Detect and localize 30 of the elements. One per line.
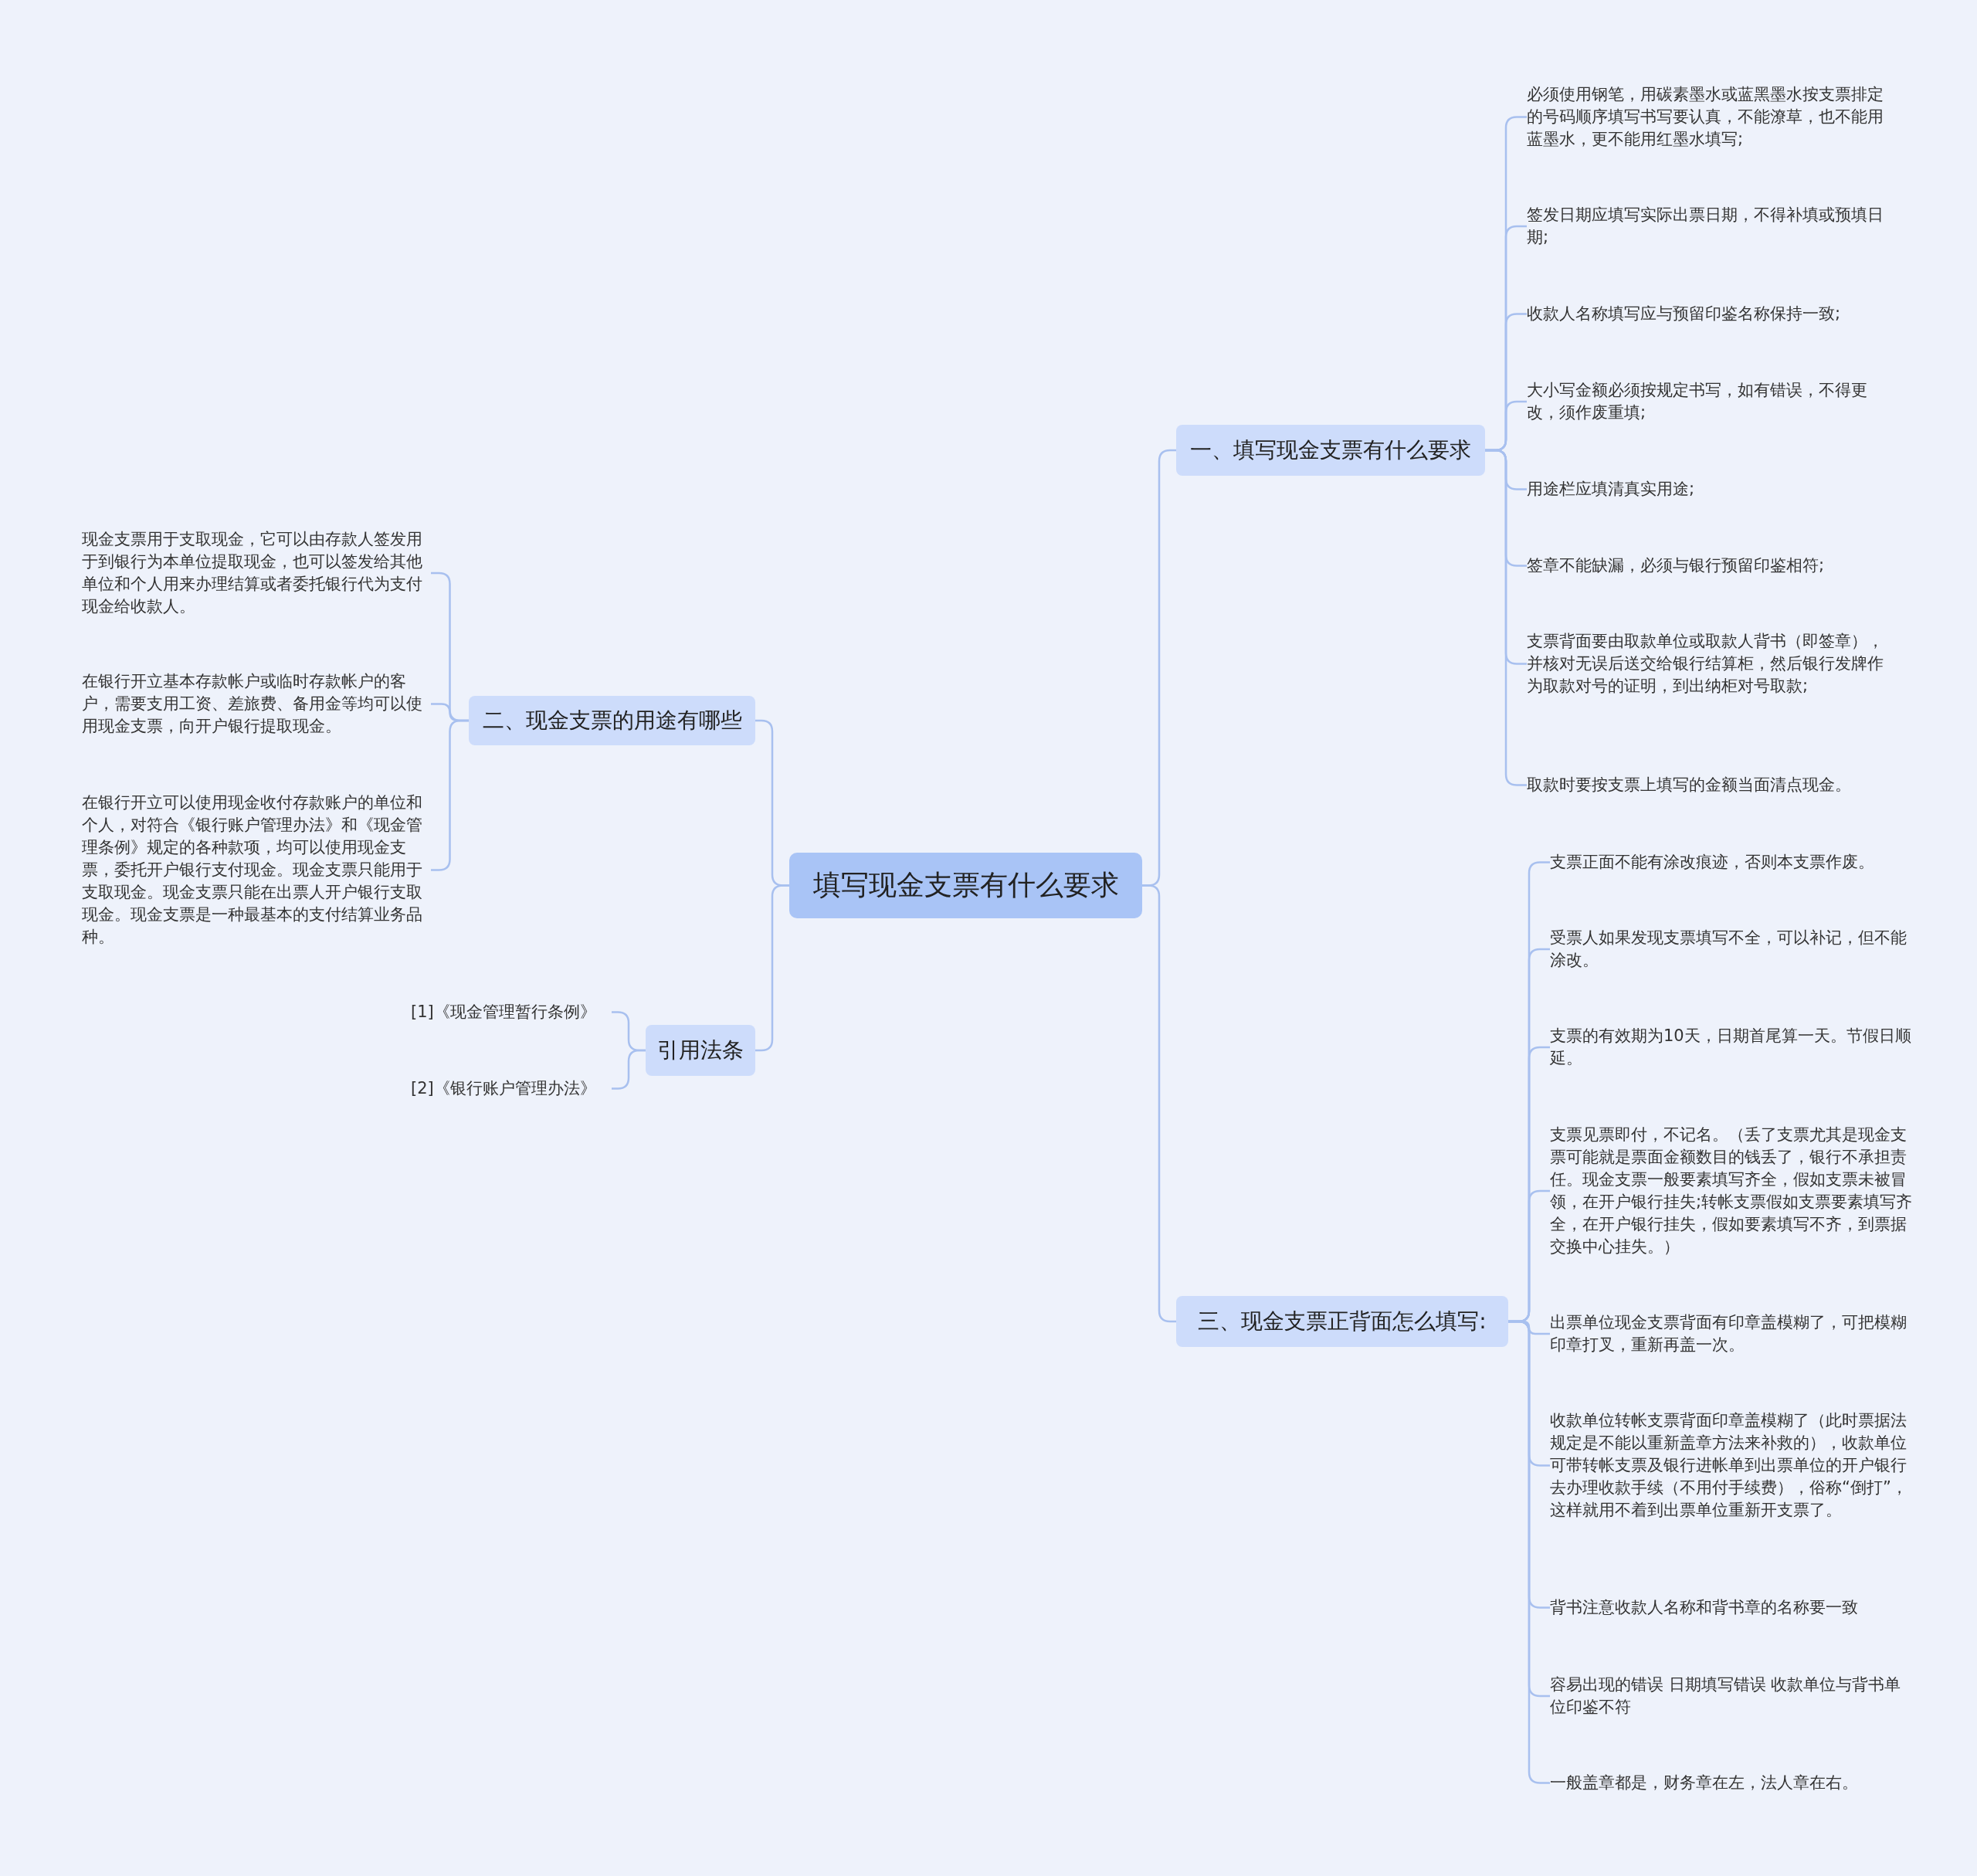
branch-topic: 三、现金支票正背面怎么填写: <box>1176 1296 1508 1347</box>
connector-line <box>755 884 789 1052</box>
branch-topic: 引用法条 <box>646 1025 755 1076</box>
note-text: 签章不能缺漏，必须与银行预留印鉴相符; <box>1527 555 1890 577</box>
note-text: 签发日期应填写实际出票日期，不得补填或预填日期; <box>1527 204 1890 249</box>
note-text: 收款单位转帐支票背面印章盖模糊了（此时票据法规定是不能以重新盖章方法来补救的），收款单位可带转帐支票及银行进帐单到出票单位的开户银行去办理收款手续（不用付手续费），俗称“倒打”，这样就用不着到出票单位重新开支票了。 <box>1550 1410 1913 1521</box>
branch-topic: 一、填写现金支票有什么要求 <box>1176 425 1485 476</box>
note-text: 在银行开立可以使用现金收付存款账户的单位和个人，对符合《银行账户管理办法》和《现金管理条例》规定的各种款项，均可以使用现金支票，委托开户银行支付现金。现金支票只能用于支取现金。现金支票只能在出票人开户银行支取现金。现金支票是一种最基本的支付结算业务品种。 <box>82 792 431 948</box>
note-text: 必须使用钢笔，用碳素墨水或蓝黑墨水按支票排定的号码顺序填写书写要认真，不能潦草，也不能用蓝墨水，更不能用红墨水填写; <box>1527 83 1890 151</box>
note-text: [2]《银行账户管理办法》 <box>411 1077 612 1100</box>
connector-line <box>1142 884 1176 1323</box>
note-text: 一般盖章都是，财务章在左，法人章在右。 <box>1550 1772 1913 1794</box>
branch-topic: 二、现金支票的用途有哪些 <box>469 696 755 745</box>
note-text: 取款时要按支票上填写的金额当面清点现金。 <box>1527 774 1890 796</box>
note-text: 出票单位现金支票背面有印章盖模糊了，可把模糊印章打叉，重新再盖一次。 <box>1550 1311 1913 1356</box>
note-text: 用途栏应填清真实用途; <box>1527 478 1890 500</box>
note-text: [1]《现金管理暂行条例》 <box>411 1001 612 1023</box>
note-text: 支票的有效期为10天，日期首尾算一天。节假日顺延。 <box>1550 1025 1913 1070</box>
note-text: 容易出现的错误 日期填写错误 收款单位与背书单位印鉴不符 <box>1550 1674 1913 1718</box>
central-topic: 填写现金支票有什么要求 <box>789 853 1142 918</box>
note-text: 收款人名称填写应与预留印鉴名称保持一致; <box>1527 303 1890 325</box>
note-text: 现金支票用于支取现金，它可以由存款人签发用于到银行为本单位提取现金，也可以签发给其他单位和个人用来办理结算或者委托银行代为支付现金给收款人。 <box>82 528 431 618</box>
note-text: 受票人如果发现支票填写不全，可以补记，但不能涂改。 <box>1550 927 1913 972</box>
note-text: 支票正面不能有涂改痕迹，否则本支票作废。 <box>1550 851 1913 874</box>
note-text: 支票背面要由取款单位或取款人背书（即签章），并核对无误后送交给银行结算柜，然后银行发牌作为取款对号的证明，到出纳柜对号取款; <box>1527 630 1890 697</box>
note-text: 背书注意收款人名称和背书章的名称要一致 <box>1550 1596 1913 1619</box>
note-text: 支票见票即付，不记名。（丢了支票尤其是现金支票可能就是票面金额数目的钱丢了，银行不承担责任。现金支票一般要素填写齐全，假如支票未被冒领，在开户银行挂失;转帐支票假如支票要素填写齐全，在开户银行挂失，假如要素填写不齐，到票据交换中心挂失。） <box>1550 1124 1913 1258</box>
connector-line <box>1485 449 1527 786</box>
note-text: 在银行开立基本存款帐户或临时存款帐户的客户，需要支用工资、差旅费、备用金等均可以使用现金支票，向开户银行提取现金。 <box>82 670 431 738</box>
note-text: 大小写金额必须按规定书写，如有错误，不得更改，须作废重填; <box>1527 379 1890 424</box>
